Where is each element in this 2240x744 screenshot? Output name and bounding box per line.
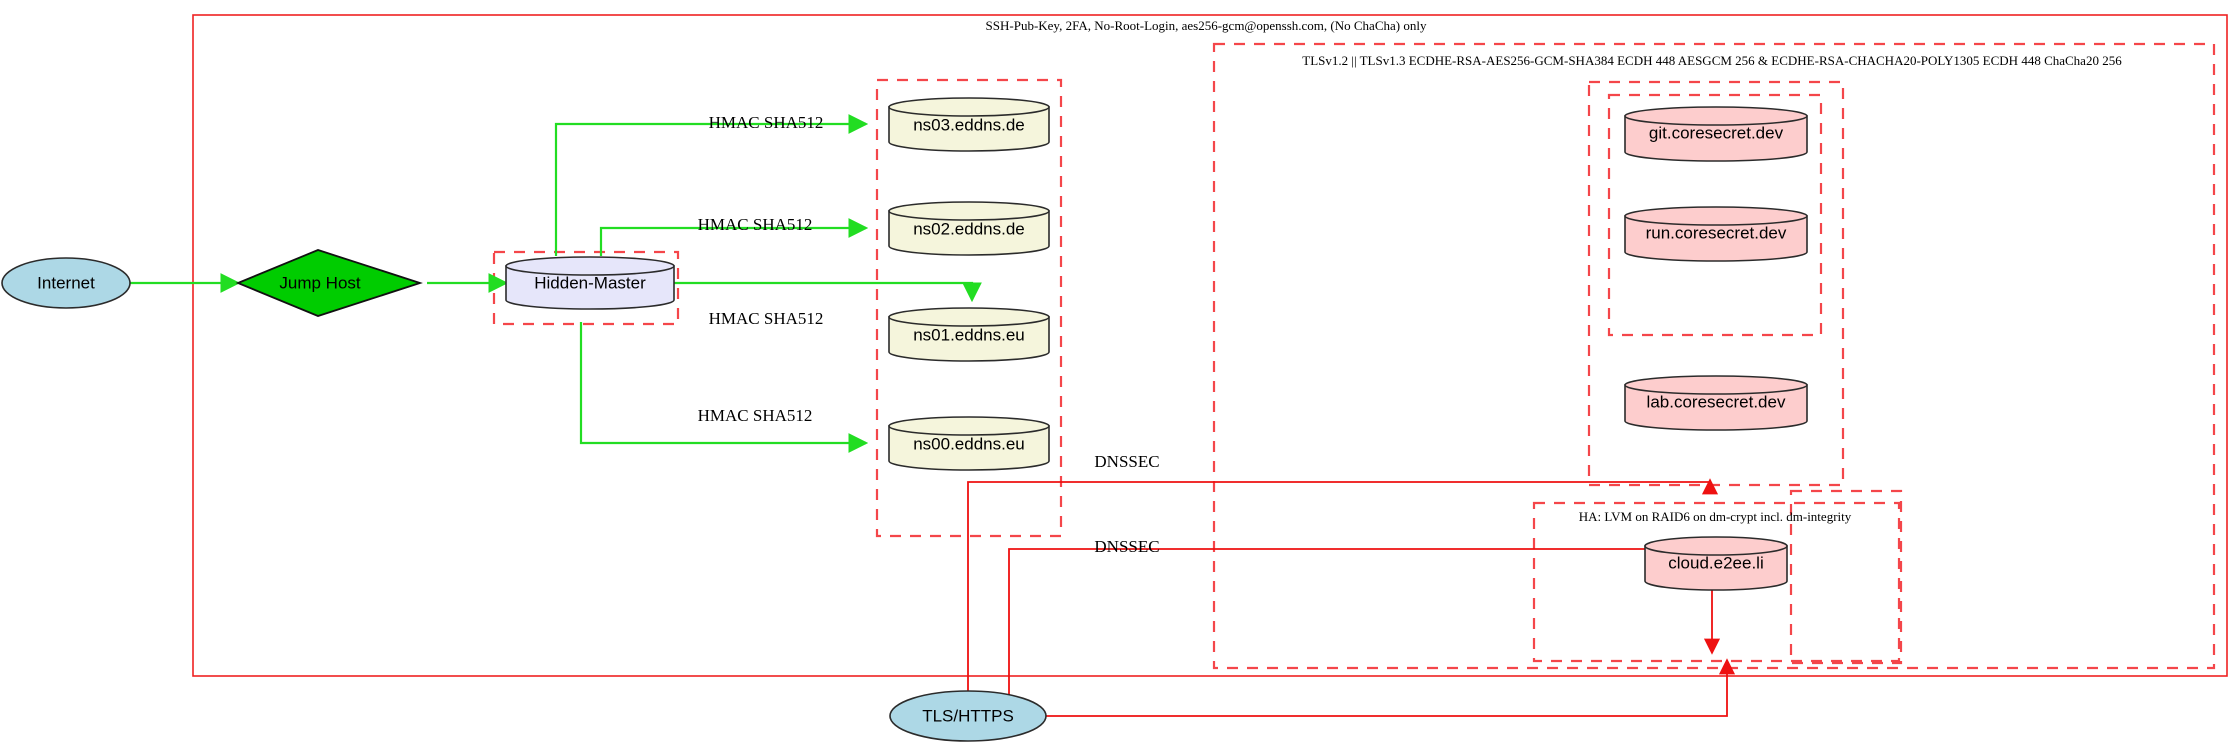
node-ns00[interactable]: ns00.eddns.eu [888, 416, 1050, 471]
node-ns02[interactable]: ns02.eddns.de [888, 201, 1050, 256]
edge-master-to-ns02 [599, 218, 869, 256]
node-ns00-label: ns00.eddns.eu [913, 434, 1025, 453]
node-cloud-e2ee[interactable]: cloud.e2ee.li [1644, 536, 1788, 591]
edge-label-dnssec-upper: DNSSEC [1094, 452, 1159, 471]
cluster-ha-boundary [1532, 501, 1901, 663]
edge-label-hmac-ns00: HMAC SHA512 [698, 406, 813, 425]
node-lab-coresecret-label: lab.coresecret.dev [1647, 392, 1786, 411]
cluster-coresecret-inner-boundary [1607, 93, 1823, 337]
node-tls-https-label: TLS/HTTPS [922, 706, 1014, 725]
node-ns03[interactable]: ns03.eddns.de [888, 97, 1050, 152]
ha-boundary-label: HA: LVM on RAID6 on dm-crypt incl. dm-in… [1579, 509, 1852, 524]
edge-tls-to-cloud [1046, 658, 1736, 717]
node-tls-https[interactable]: TLS/HTTPS [889, 690, 1047, 742]
node-ns01-label: ns01.eddns.eu [913, 325, 1025, 344]
node-internet[interactable]: Internet [1, 257, 131, 309]
cluster-ssh-boundary [192, 14, 2228, 677]
ssh-boundary-label: SSH-Pub-Key, 2FA, No-Root-Login, aes256-… [986, 18, 1427, 33]
node-ns01[interactable]: ns01.eddns.eu [888, 307, 1050, 362]
node-git-coresecret-label: git.coresecret.dev [1649, 123, 1784, 142]
node-run-coresecret-label: run.coresecret.dev [1646, 223, 1787, 242]
edge-label-hmac-ns03: HMAC SHA512 [709, 113, 824, 132]
node-lab-coresecret[interactable]: lab.coresecret.dev [1624, 375, 1808, 431]
cluster-hidden-master-boundary [492, 250, 680, 326]
node-git-coresecret[interactable]: git.coresecret.dev [1624, 106, 1808, 162]
tls-boundary-label: TLSv1.2 || TLSv1.3 ECDHE-RSA-AES256-GCM-… [1302, 53, 2122, 68]
node-run-coresecret[interactable]: run.coresecret.dev [1624, 206, 1808, 262]
edge-label-dnssec-lower: DNSSEC [1094, 537, 1159, 556]
node-cloud-e2ee-label: cloud.e2ee.li [1668, 553, 1763, 572]
node-ns02-label: ns02.eddns.de [913, 219, 1025, 238]
edge-label-hmac-ns02: HMAC SHA512 [698, 215, 813, 234]
edge-master-to-ns01 [674, 281, 982, 303]
edge-dnssec-upper [967, 478, 1719, 716]
edge-label-hmac-ns01: HMAC SHA512 [709, 309, 824, 328]
node-jump-host-label: Jump Host [279, 273, 361, 292]
node-internet-label: Internet [37, 273, 95, 292]
node-hidden-master-label: Hidden-Master [534, 273, 646, 292]
edge-master-to-ns00 [579, 322, 869, 453]
node-ns03-label: ns03.eddns.de [913, 115, 1025, 134]
edge-master-to-ns03 [554, 114, 869, 256]
cluster-tls-boundary [1212, 42, 2216, 670]
edge-dnssec-lower [1008, 548, 1721, 700]
node-hidden-master[interactable]: Hidden-Master [505, 256, 675, 310]
node-jump-host[interactable]: Jump Host [235, 249, 423, 317]
